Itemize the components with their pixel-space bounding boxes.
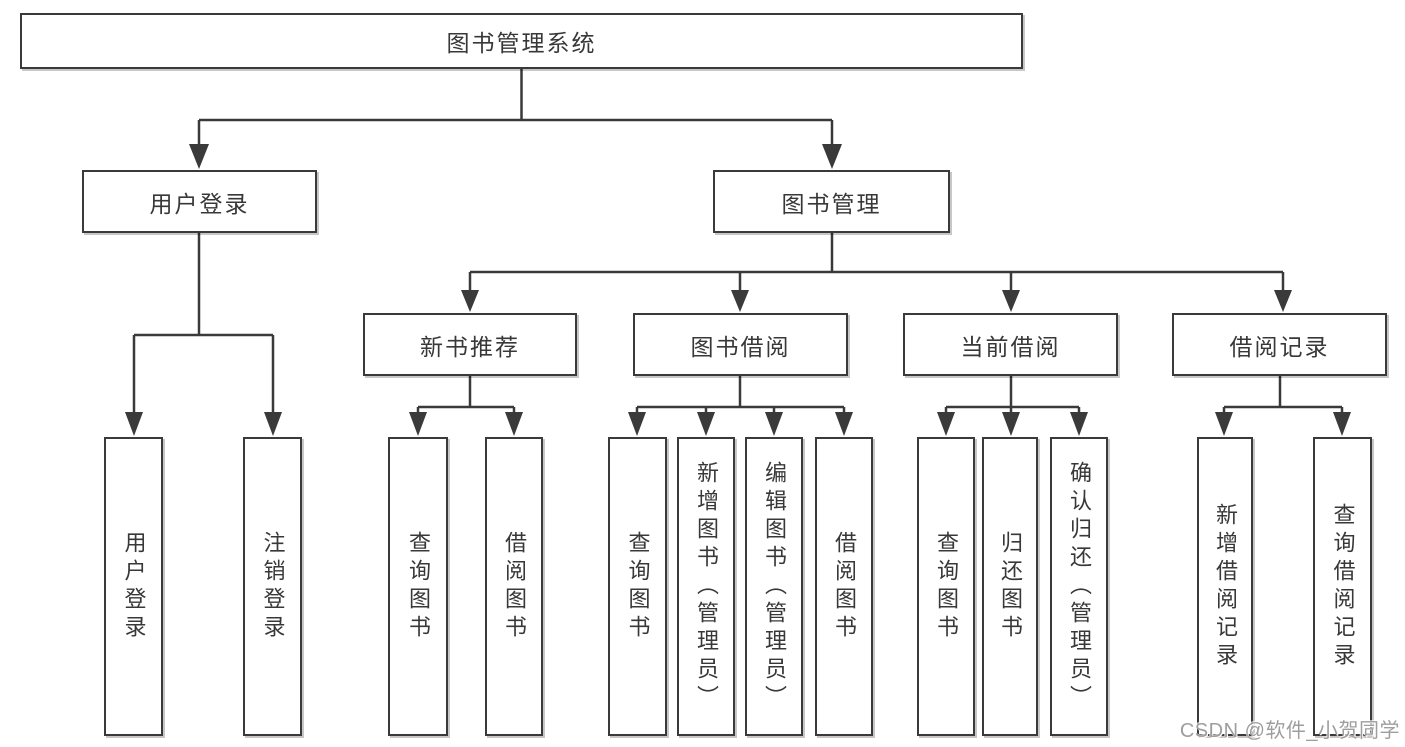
node-root: 图书管理系统 xyxy=(20,13,1023,69)
arrowhead-icon xyxy=(1333,412,1351,436)
arrowhead-icon xyxy=(937,412,955,436)
edge-root-to-level2 xyxy=(197,69,834,145)
leaf-label: 查询借阅记录 xyxy=(1330,502,1356,671)
leaf-label: 借阅图书 xyxy=(502,530,527,643)
leaf-query-book-recommend: 查询图书 xyxy=(388,437,448,736)
node-new-book-recommend: 新书推荐 xyxy=(363,313,577,376)
leaf-label: 编辑图书（管理员） xyxy=(762,460,787,713)
node-book-management-label: 图书管理 xyxy=(781,190,882,217)
leaf-borrow-book: 借阅图书 xyxy=(815,437,873,736)
edge-book-management-to-level3 xyxy=(468,233,1285,291)
node-current-borrow-label: 当前借阅 xyxy=(960,333,1061,360)
leaf-user-login: 用户登录 xyxy=(104,437,163,736)
leaf-add-book-admin: 新增图书（管理员） xyxy=(677,437,735,736)
arrowhead-icon xyxy=(835,412,853,436)
arrowhead-icon xyxy=(461,290,479,312)
leaf-label: 查询图书 xyxy=(625,530,651,643)
leaf-label: 查询图书 xyxy=(406,530,431,643)
node-borrow-record: 借阅记录 xyxy=(1172,313,1387,376)
node-book-borrow-label: 图书借阅 xyxy=(690,333,791,360)
leaf-label: 归还图书 xyxy=(998,530,1023,643)
leaf-label: 借阅图书 xyxy=(832,530,857,643)
leaf-label: 新增图书（管理员） xyxy=(694,460,719,713)
arrowhead-icon xyxy=(189,144,209,169)
leaf-edit-book-admin: 编辑图书（管理员） xyxy=(745,437,803,736)
csdn-watermark: CSDN @软件_小贺同学 xyxy=(1179,720,1400,742)
node-user-login-label: 用户登录 xyxy=(149,190,250,217)
node-borrow-record-label: 借阅记录 xyxy=(1229,333,1330,360)
arrowhead-icon xyxy=(125,412,143,436)
edge-new-book-recommend-to-children xyxy=(416,376,516,414)
arrowhead-icon xyxy=(628,412,646,436)
arrowhead-icon xyxy=(1215,412,1233,436)
leaf-logout: 注销登录 xyxy=(243,437,302,736)
leaf-confirm-return-admin: 确认归还（管理员） xyxy=(1050,437,1108,736)
arrowhead-icon xyxy=(1070,412,1088,436)
leaf-borrow-book-recommend: 借阅图书 xyxy=(485,437,543,736)
leaf-label: 确认归还（管理员） xyxy=(1067,460,1092,713)
edge-user-login-to-children xyxy=(132,233,275,413)
node-current-borrow: 当前借阅 xyxy=(903,313,1118,376)
arrowhead-icon xyxy=(697,412,715,436)
leaf-query-book-borrow: 查询图书 xyxy=(608,437,667,736)
arrowhead-icon xyxy=(505,412,523,436)
leaf-return-book: 归还图书 xyxy=(982,437,1038,736)
leaf-label: 注销登录 xyxy=(260,530,286,643)
node-root-label: 图书管理系统 xyxy=(446,30,597,56)
node-user-login: 用户登录 xyxy=(82,170,317,233)
node-book-borrow: 图书借阅 xyxy=(633,313,848,376)
edge-borrow-record-to-children xyxy=(1222,376,1344,414)
node-book-management: 图书管理 xyxy=(713,170,950,233)
arrowhead-icon xyxy=(731,290,749,312)
leaf-add-borrow-record: 新增借阅记录 xyxy=(1197,437,1253,736)
arrowhead-icon xyxy=(822,144,842,169)
arrowhead-icon xyxy=(264,412,282,436)
edge-current-borrow-to-children xyxy=(944,376,1081,414)
leaf-label: 查询图书 xyxy=(934,530,959,643)
edge-book-borrow-to-children xyxy=(635,376,846,414)
leaf-query-book-current: 查询图书 xyxy=(917,437,975,736)
arrowhead-icon xyxy=(409,412,427,436)
arrowhead-icon xyxy=(765,412,783,436)
leaf-query-borrow-record: 查询借阅记录 xyxy=(1313,437,1372,736)
node-new-book-recommend-label: 新书推荐 xyxy=(420,333,520,360)
arrowhead-icon xyxy=(1274,290,1292,312)
arrowhead-icon xyxy=(1002,412,1020,436)
arrowhead-icon xyxy=(1002,290,1020,312)
leaf-label: 新增借阅记录 xyxy=(1213,502,1238,671)
leaf-label: 用户登录 xyxy=(121,530,147,643)
